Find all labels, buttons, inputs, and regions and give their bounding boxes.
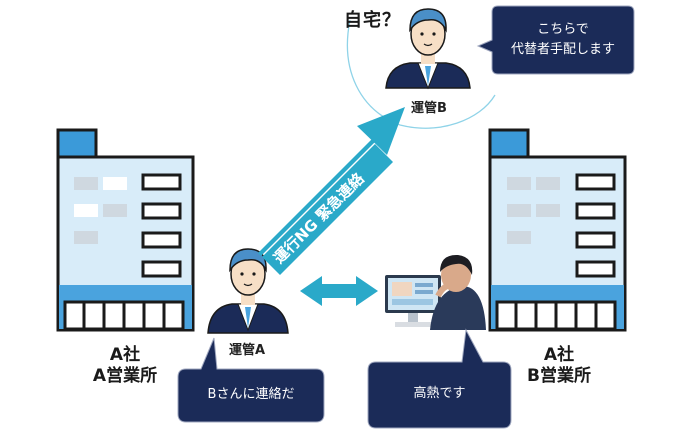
person-b-illustration — [385, 8, 471, 90]
bubble-b-line1: こちらで — [537, 22, 589, 37]
emergency-arrow — [258, 112, 402, 256]
person-b-label: 運管B — [411, 101, 447, 116]
bubble-b-line2: 代替者手配します — [510, 42, 615, 57]
company-b-label: A社 B営業所 — [514, 345, 604, 387]
company-a-line2: A営業所 — [92, 366, 158, 386]
thought-arc — [346, 19, 496, 129]
building-b — [488, 128, 627, 332]
company-a-line1: A社 — [109, 345, 141, 365]
bubble-a-text: Bさんに連絡だ — [207, 387, 295, 402]
company-b-line2: B営業所 — [527, 366, 591, 386]
contact-double-arrow — [300, 276, 378, 306]
bubble-b-text: こちらで 代替者手配します — [496, 20, 630, 60]
building-a — [56, 128, 195, 332]
person-a-illustration — [207, 248, 289, 334]
bubble-a — [177, 337, 325, 423]
question-text: 自宅？ — [344, 10, 401, 31]
company-a-label: A社 A営業所 — [80, 345, 170, 387]
person-a-label: 運管A — [229, 343, 266, 358]
company-b-line1: A社 — [543, 345, 575, 365]
staff-photo — [385, 254, 486, 330]
bubble-staff-text: 高熱です — [413, 386, 466, 401]
bubble-b — [476, 5, 635, 75]
bubble-staff — [367, 328, 512, 429]
